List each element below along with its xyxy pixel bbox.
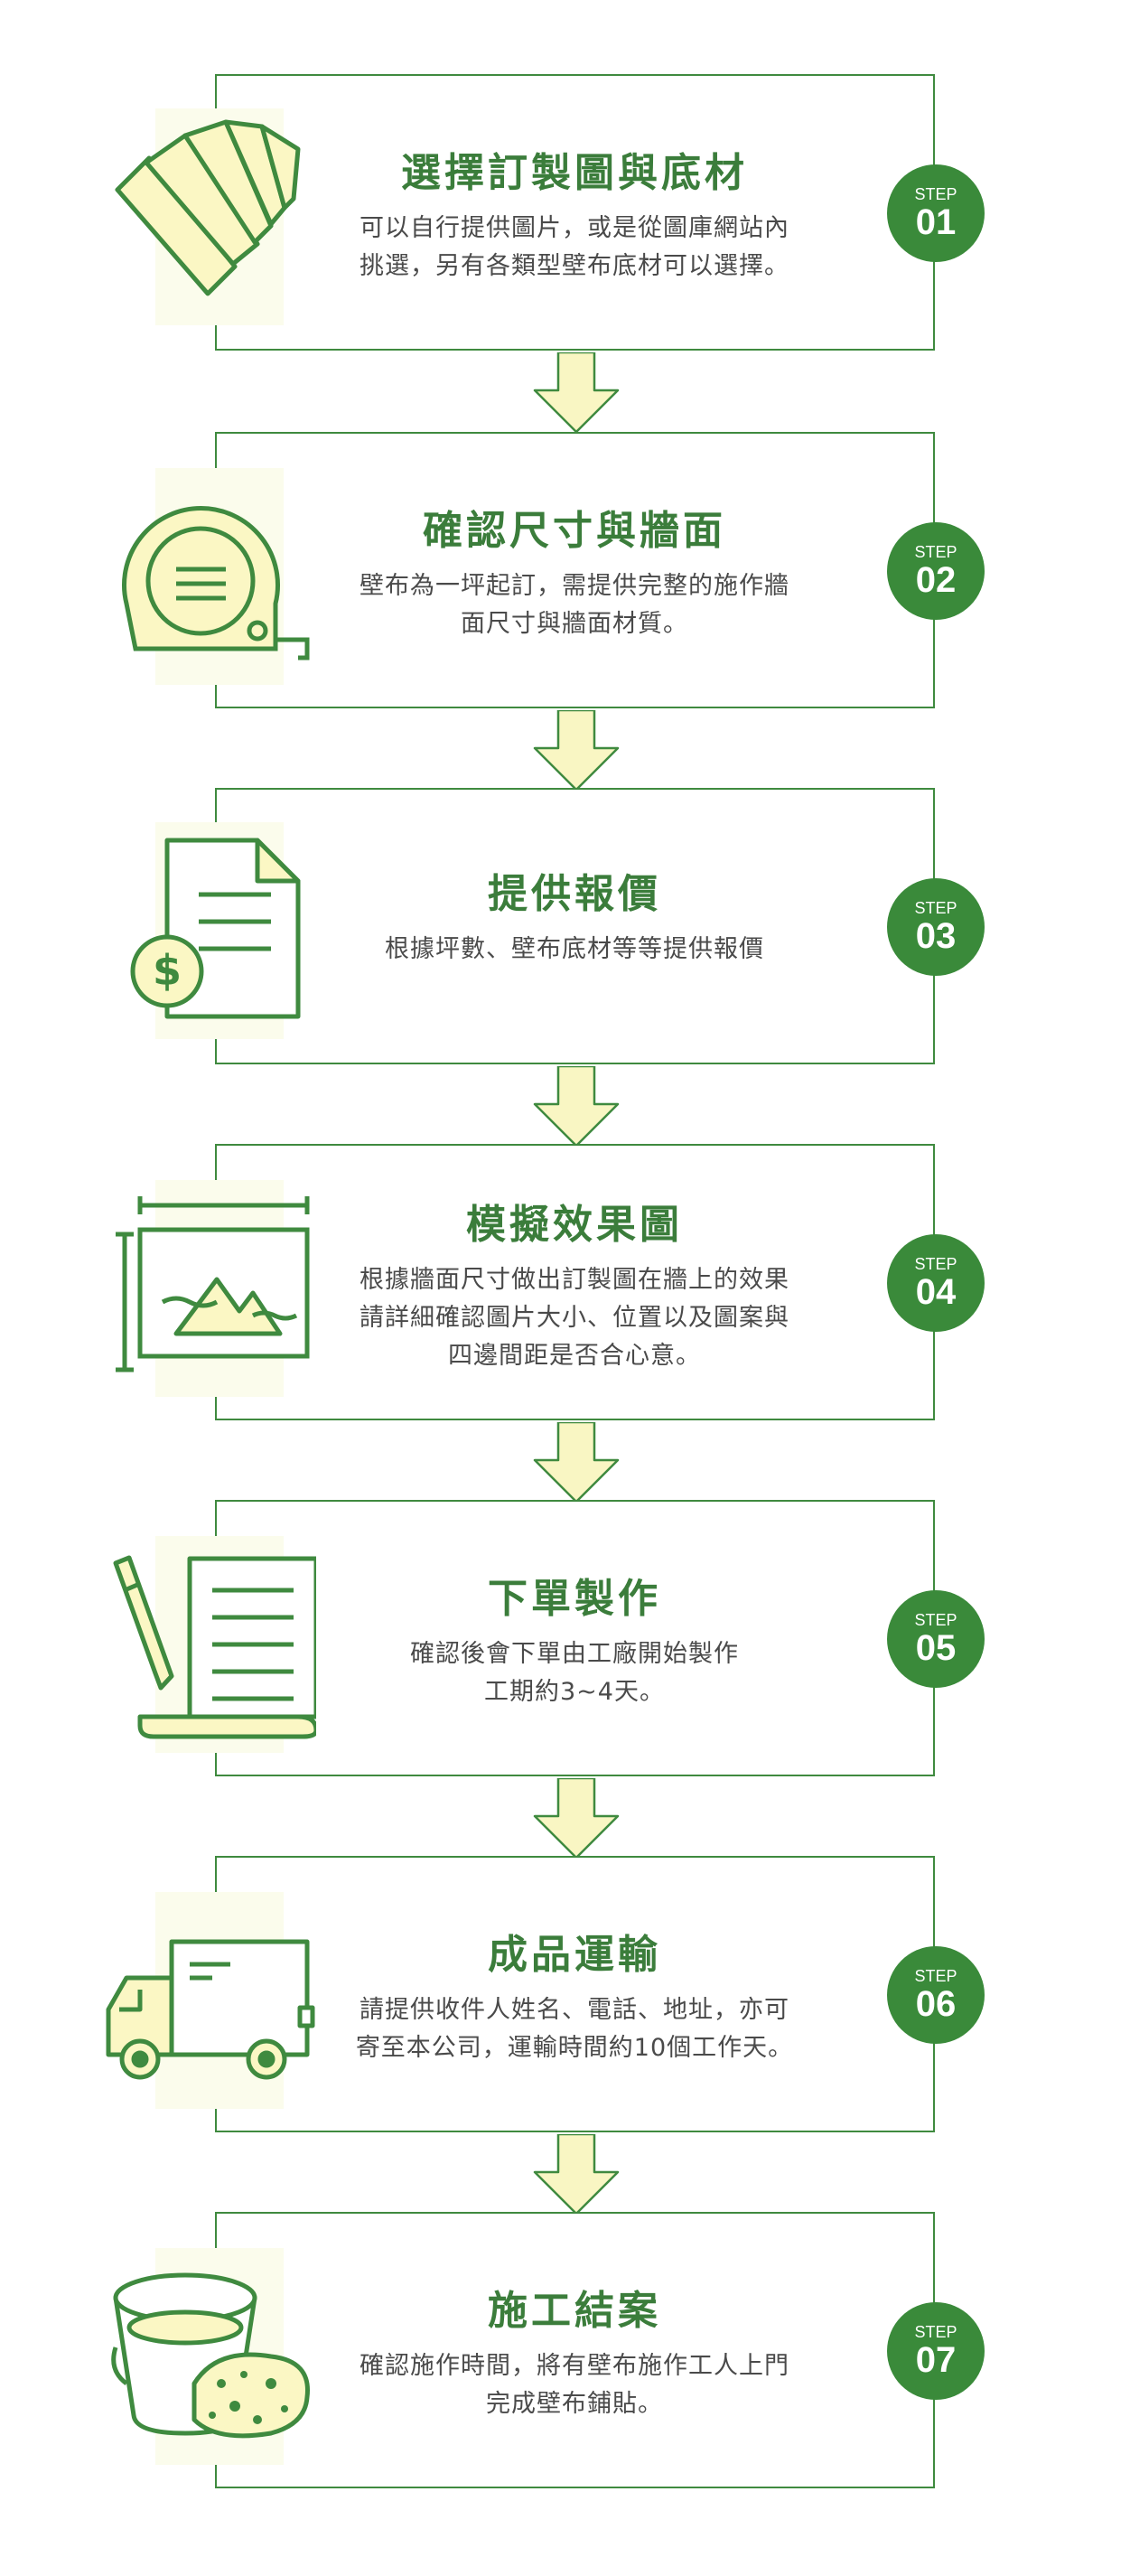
step-badge: STEP 06 <box>887 1946 985 2044</box>
step-description: 請提供收件人姓名、電話、地址，亦可 寄至本公司，運輸時間約10個工作天。 <box>355 1996 794 2062</box>
tape-measure-icon <box>99 468 316 685</box>
down-arrow-icon <box>531 351 621 434</box>
step-badge: STEP 01 <box>887 164 985 262</box>
step-01: 選擇訂製圖與底材 可以自行提供圖片，或是從圖庫網站內 挑選，另有各類型壁布底材可… <box>0 74 1130 354</box>
step-title: 施工結案 <box>488 2288 661 2334</box>
step-description: 可以自行提供圖片，或是從圖庫網站內 挑選，另有各類型壁布底材可以選擇。 <box>360 214 789 280</box>
svg-text:$: $ <box>153 946 182 995</box>
step-badge: STEP 03 <box>887 878 985 976</box>
step-card <box>215 2212 935 2488</box>
step-06: 成品運輸 請提供收件人姓名、電話、地址，亦可 寄至本公司，運輸時間約10個工作天… <box>0 1856 1130 2136</box>
step-card <box>215 1856 935 2132</box>
down-arrow-icon <box>531 1776 621 1859</box>
step-badge: STEP 07 <box>887 2302 985 2400</box>
step-description: 壁布為一坪起訂，需提供完整的施作牆 面尺寸與牆面材質。 <box>360 572 789 638</box>
step-02: 確認尺寸與牆面 壁布為一坪起訂，需提供完整的施作牆 面尺寸與牆面材質。 STEP… <box>0 432 1130 712</box>
step-description: 根據坪數、壁布底材等等提供報價 <box>385 935 764 963</box>
step-03: $ 提供報價 根據坪數、壁布底材等等提供報價 STEP 03 <box>0 788 1130 1068</box>
order-scroll-pen-icon <box>99 1536 316 1753</box>
step-title: 下單製作 <box>488 1576 661 1622</box>
step-card <box>215 1500 935 1776</box>
step-04: 模擬效果圖 根據牆面尺寸做出訂製圖在牆上的效果 請詳細確認圖片大小、位置以及圖案… <box>0 1144 1130 1424</box>
step-card <box>215 1144 935 1420</box>
down-arrow-icon <box>531 1064 621 1147</box>
quote-document-icon: $ <box>99 822 316 1039</box>
down-arrow-icon <box>531 1420 621 1503</box>
step-description: 確認後會下單由工廠開始製作 工期約3~4天。 <box>410 1640 739 1706</box>
step-card <box>215 788 935 1064</box>
step-description: 確認施作時間，將有壁布施作工人上門 完成壁布鋪貼。 <box>360 2352 789 2418</box>
delivery-truck-icon <box>99 1892 316 2109</box>
step-description: 根據牆面尺寸做出訂製圖在牆上的效果 請詳細確認圖片大小、位置以及圖案與 四邊間距… <box>360 1266 789 1370</box>
step-title: 模擬效果圖 <box>466 1202 683 1248</box>
step-card <box>215 74 935 351</box>
step-badge: STEP 05 <box>887 1590 985 1688</box>
step-badge: STEP 02 <box>887 522 985 620</box>
step-05: 下單製作 確認後會下單由工廠開始製作 工期約3~4天。 STEP 05 <box>0 1500 1130 1780</box>
step-badge: STEP 04 <box>887 1234 985 1332</box>
step-title: 確認尺寸與牆面 <box>423 508 726 554</box>
step-07: 施工結案 確認施作時間，將有壁布施作工人上門 完成壁布鋪貼。 STEP 07 <box>0 2212 1130 2492</box>
step-title: 成品運輸 <box>488 1932 661 1978</box>
step-title: 選擇訂製圖與底材 <box>401 150 748 196</box>
mockup-frame-icon <box>99 1180 316 1397</box>
bucket-sponge-icon <box>99 2248 316 2465</box>
step-title: 提供報價 <box>488 871 661 917</box>
down-arrow-icon <box>531 708 621 792</box>
swatch-fan-icon <box>99 108 316 325</box>
step-card <box>215 432 935 708</box>
down-arrow-icon <box>531 2132 621 2215</box>
